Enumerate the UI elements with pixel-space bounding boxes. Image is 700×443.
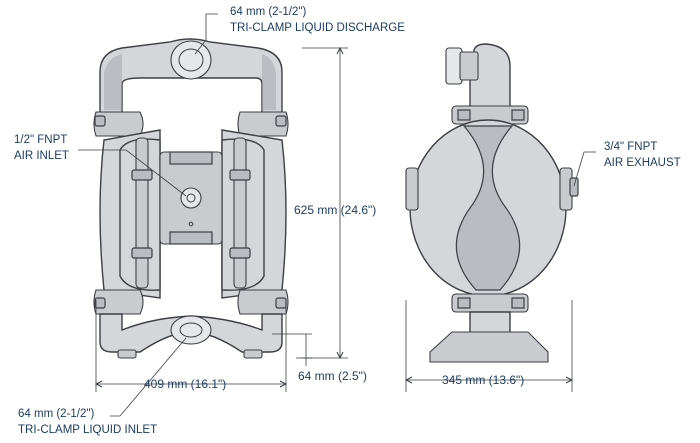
air-inlet-size-label: 1/2" FNPT <box>14 134 67 146</box>
discharge-type-label: TRI-CLAMP LIQUID DISCHARGE <box>230 22 405 34</box>
inlet-size-label: 64 mm (2-1/2") <box>18 408 94 420</box>
discharge-size-label: 64 mm (2-1/2") <box>230 6 306 18</box>
front-view <box>93 38 289 359</box>
side-view <box>405 43 579 363</box>
inlet-type-label: TRI-CLAMP LIQUID INLET <box>18 424 157 436</box>
air-inlet-type-label: AIR INLET <box>14 150 69 162</box>
width-dimension-label: 409 mm (16.1") <box>144 377 226 391</box>
height-dimension-label: 625 mm (24.6") <box>294 203 376 217</box>
exhaust-size-label: 3/4" FNPT <box>604 141 657 153</box>
exhaust-type-label: AIR EXHAUST <box>604 157 681 169</box>
depth-dimension-label: 345 mm (13.6") <box>442 373 524 387</box>
inlet-height-dimension-label: 64 mm (2.5") <box>298 369 367 383</box>
